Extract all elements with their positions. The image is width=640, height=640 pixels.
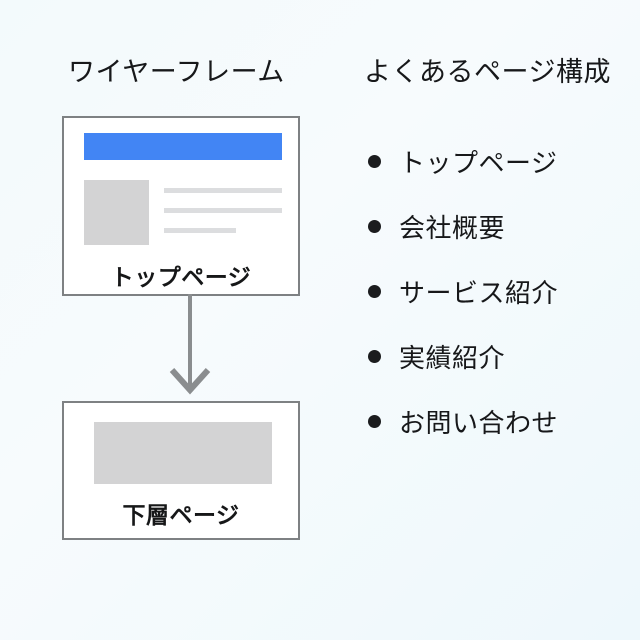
bullet-icon [368,350,381,363]
wireframe-card-top: トップページ [62,116,300,296]
wireframe-card-bottom: 下層ページ [62,401,300,540]
list-item: お問い合わせ [368,389,558,454]
page-structure-column-title: よくあるページ構成 [364,57,611,88]
bullet-icon [368,155,381,168]
bullet-icon [368,285,381,298]
wireframe-card-top-label: トップページ [110,265,252,291]
page-structure-list: トップページ 会社概要 サービス紹介 実績紹介 お問い合わせ [368,129,558,454]
bullet-icon [368,220,381,233]
list-item: サービス紹介 [368,259,558,324]
wireframe-column-title: ワイヤーフレーム [68,57,285,88]
bullet-icon [368,415,381,428]
list-item-label: 会社概要 [399,214,506,244]
wireframe-text-line [164,208,282,213]
list-item-label: お問い合わせ [399,409,559,439]
list-item-label: サービス紹介 [399,279,559,309]
list-item-label: トップページ [399,149,558,179]
wireframe-card-bottom-label: 下層ページ [122,503,240,529]
wireframe-header-bar [84,133,282,160]
list-item: 実績紹介 [368,324,558,389]
list-item: 会社概要 [368,194,558,259]
wireframe-text-line [164,228,236,233]
list-item-label: 実績紹介 [399,344,506,374]
wireframe-content-placeholder [94,422,272,484]
wireframe-image-placeholder [84,180,149,245]
flow-arrow-down-icon [169,294,211,395]
list-item: トップページ [368,129,558,194]
wireframe-text-line [164,188,282,193]
